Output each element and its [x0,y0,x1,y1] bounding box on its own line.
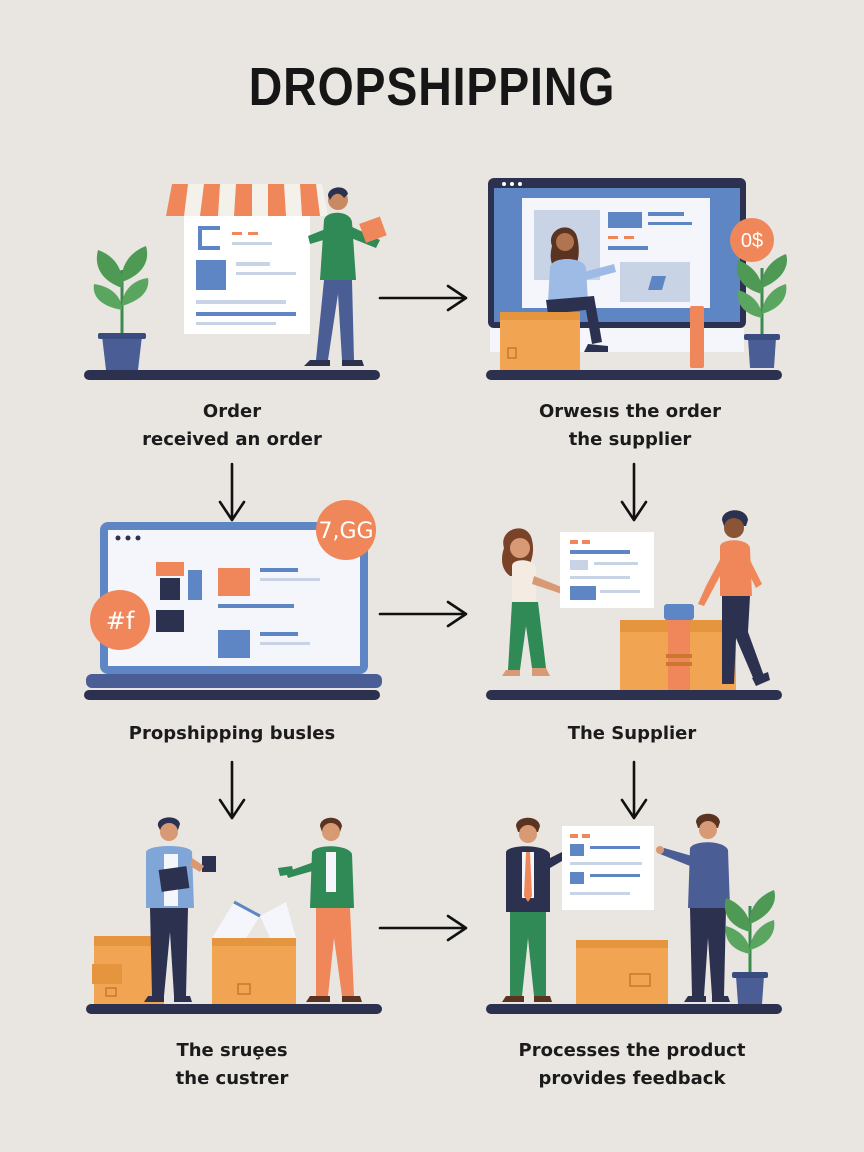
badge-text: 7,GG [318,519,373,544]
price-badge-766: 7,GG [316,500,376,560]
price-badge-0: 0$ [730,218,774,262]
floor-line [486,1004,782,1014]
step-6-line-1: Processes the product [518,1040,746,1061]
box-icon [620,604,736,690]
step-5-caption: The sruȩes the custrer [82,1037,382,1093]
step-1-line-1: Order [202,401,262,422]
step-6-illustration [484,812,794,1022]
step-3-illustration: #f 7,GG [82,498,392,708]
arrow-down-icon [620,462,648,522]
person-icon [304,187,387,366]
person-icon [546,227,616,352]
person-icon [502,817,574,1002]
person-icon [144,817,216,1002]
page-title: DROPSHIPPING [248,57,616,117]
arrow-right-icon [378,914,468,942]
storefront-icon [166,184,328,334]
step-3-caption: Propshipping busles [82,720,382,748]
arrow-down-icon [218,462,246,522]
person-icon [698,510,770,686]
box-icon [576,940,668,1004]
plant-icon [724,890,775,1004]
step-4-line-1: The Supplier [567,723,697,744]
step-1-caption: Order received an order [82,398,382,454]
arrow-down-icon [620,760,648,820]
floor-line [86,1004,382,1014]
feedback-card-icon [562,826,654,910]
person-icon [278,817,362,1002]
plant-icon [736,254,787,368]
arrow-down-icon [218,760,246,820]
badge-text: #f [106,607,135,635]
step-2-line-2: the supplier [568,429,692,450]
step-6-caption: Processes the product provides feedback [482,1037,782,1093]
step-2-caption: Orwesıs the order the supplier [480,398,780,454]
arrow-right-icon [378,284,468,312]
floor-line [486,690,782,700]
laptop-icon [86,522,382,688]
catalog-card-icon [560,532,654,608]
step-1-line-2: received an order [142,429,322,450]
person-icon [502,528,564,676]
step-5-illustration [84,812,394,1022]
floor-line [84,690,380,700]
price-badge-hash: #f [90,590,150,650]
step-1-illustration [80,170,390,385]
floor-line [84,370,380,380]
person-icon [656,813,730,1002]
box-icon [212,900,296,1006]
step-3-line-1: Propshipping busles [128,723,336,744]
step-5-line-1: The sruȩes [176,1040,288,1061]
arrow-right-icon [378,600,468,628]
step-4-caption: The Supplier [482,720,782,748]
step-2-line-1: Orwesıs the order [539,401,721,422]
plant-icon [93,246,149,370]
step-4-illustration [484,506,794,706]
step-2-illustration: 0$ [484,172,794,387]
box-icon [500,312,580,370]
badge-text: 0$ [741,230,763,252]
step-5-line-2: the custrer [175,1068,289,1089]
step-6-line-2: provides feedback [538,1068,726,1089]
floor-line [486,370,782,380]
